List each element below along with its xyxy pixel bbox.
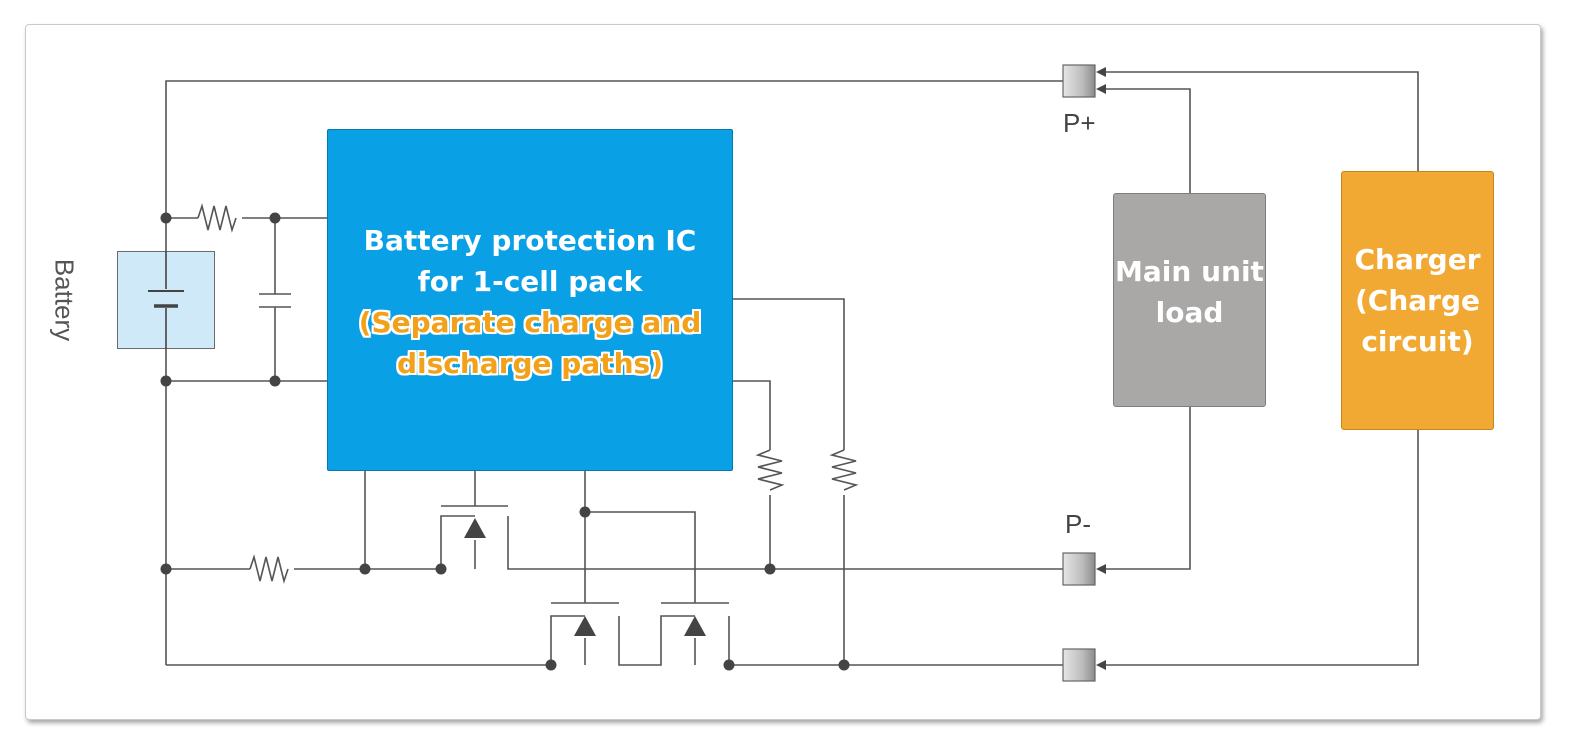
- charger-line1: Charger: [1354, 243, 1481, 276]
- charger-box: Charger (Charge circuit): [1341, 171, 1494, 430]
- protection-ic: Battery protection IC for 1-cell pack (S…: [327, 129, 733, 471]
- terminal-p-plus-label: P+: [1063, 108, 1096, 138]
- ic-note-line1: (Separate charge and: [358, 306, 702, 339]
- wire-top: [165, 80, 1063, 218]
- terminal-p-minus: [1062, 552, 1096, 586]
- main-unit-load: Main unit load: [1113, 193, 1266, 407]
- mosfet-arrow-2: [574, 616, 596, 636]
- resistor-r2: [829, 449, 859, 491]
- terminal-charger-minus: [1062, 648, 1096, 682]
- charger-line2: (Charge: [1354, 284, 1480, 317]
- ic-title-line2: for 1-cell pack: [417, 265, 643, 298]
- terminal-p-minus-label: P-: [1065, 509, 1091, 539]
- load-line2: load: [1155, 296, 1224, 329]
- terminal-p-plus: [1062, 64, 1096, 98]
- mosfet-arrow-1: [464, 518, 486, 538]
- charger-line3: circuit): [1361, 325, 1474, 358]
- diagram-frame: [25, 24, 1541, 720]
- ic-note-line2: discharge paths): [396, 347, 664, 380]
- junction-dots: [160, 212, 850, 671]
- resistor-sense: [249, 554, 289, 584]
- ic-title-line1: Battery protection IC: [363, 224, 697, 257]
- resistor-vdd: [197, 203, 237, 233]
- mosfet-arrow-3: [684, 616, 706, 636]
- load-line1: Main unit: [1115, 255, 1264, 288]
- resistor-r1: [755, 449, 785, 491]
